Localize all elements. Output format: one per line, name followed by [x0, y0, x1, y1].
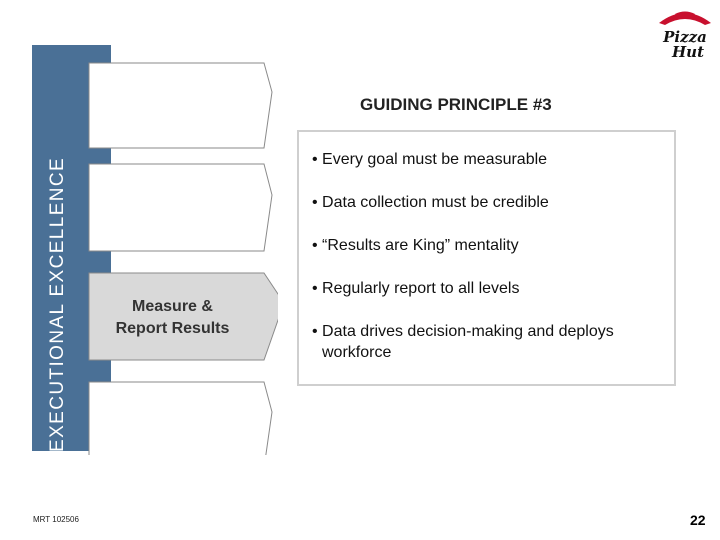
bullet-item: • Data drives decision-making and deploy…	[312, 323, 614, 361]
page-number: 22	[690, 512, 706, 528]
chevron-step-3-active	[88, 272, 278, 361]
page-title: GUIDING PRINCIPLE #3	[360, 95, 552, 114]
active-step-label: Measure & Report Results	[115, 298, 230, 337]
principle-panel: • Every goal must be measurable • Data c…	[297, 130, 676, 386]
side-title: EXECUTIONAL EXCELLENCE	[47, 156, 68, 452]
process-chevrons	[88, 62, 278, 455]
bullet-item: • “Results are King” mentality	[312, 237, 519, 254]
bullet-item: • Every goal must be measurable	[312, 151, 548, 168]
svg-text:Hut: Hut	[671, 43, 704, 61]
bullet-item: • Regularly report to all levels	[312, 280, 520, 297]
bullet-list: • Every goal must be measurable • Data c…	[312, 149, 667, 385]
chevron-step-2	[88, 163, 273, 252]
chevron-step-4	[88, 381, 273, 455]
chevron-step-1	[88, 62, 273, 149]
svg-text:Pizza: Pizza	[662, 28, 707, 46]
bullet-item: • Data collection must be credible	[312, 194, 549, 211]
footer-code: MRT 102506	[33, 515, 79, 524]
pizza-hut-logo-icon: Pizza Hut	[659, 11, 711, 61]
